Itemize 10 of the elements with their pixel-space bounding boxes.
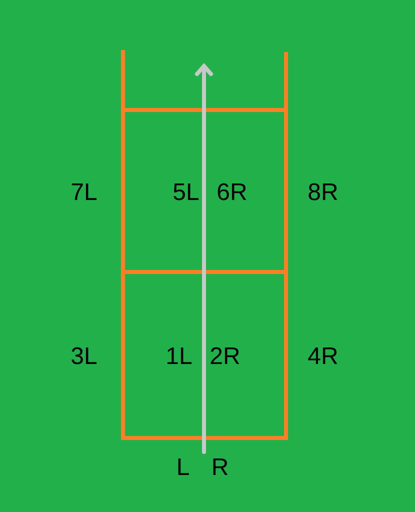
zone-label: 5L	[172, 181, 200, 205]
zone-label: 3L	[70, 345, 98, 369]
zone-label: R	[211, 456, 229, 480]
zone-label: 1L	[166, 345, 192, 369]
zone-label: 8R	[308, 181, 338, 205]
zone-label: 4R	[308, 345, 338, 369]
zone-label: 7L	[70, 181, 98, 205]
zone-label: 2R	[210, 345, 240, 369]
zone-label: L	[176, 456, 190, 480]
zone-label: 6R	[216, 181, 248, 205]
